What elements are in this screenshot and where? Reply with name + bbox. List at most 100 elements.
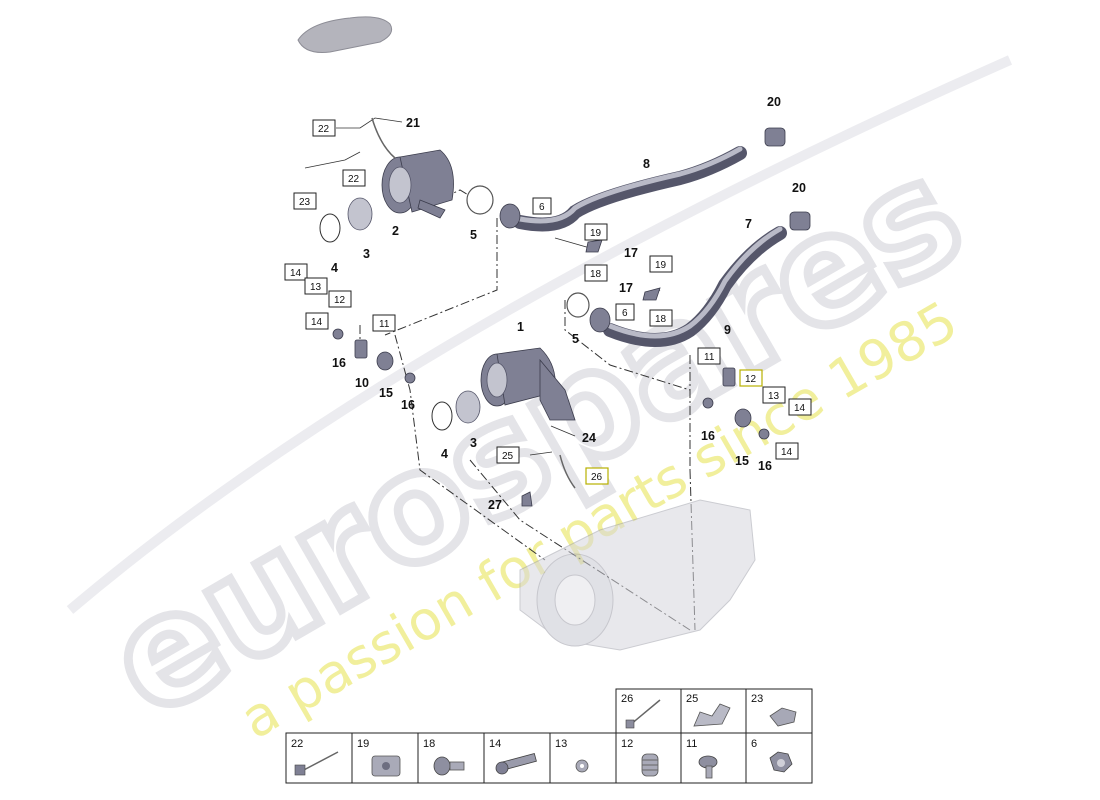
callout-label: 7: [745, 217, 752, 231]
seal-ring-4-lower: [431, 401, 453, 431]
ref-box-label: 19: [655, 260, 667, 271]
callout-label: 20: [767, 95, 781, 109]
long-bolt-icon: [495, 752, 537, 775]
legend-number: 18: [423, 738, 435, 750]
callout-label: 4: [441, 447, 448, 461]
legend-number: 6: [751, 738, 757, 750]
bracket-10: [354, 339, 368, 359]
legend-cell-25: [680, 688, 747, 734]
ref-box-label: 14: [781, 447, 793, 458]
bolt-flange-icon: [433, 756, 465, 776]
callout-label: 8: [643, 157, 650, 171]
hex-nut-icon: [769, 751, 793, 773]
callout-label: 3: [470, 436, 477, 450]
callout-label: 15: [735, 454, 749, 468]
ref-box-label: 23: [299, 197, 311, 208]
gasket-5-lower: [566, 292, 590, 318]
clamp-ring-3-upper: [347, 197, 373, 231]
ref-box-label: 25: [502, 451, 514, 462]
ref-box-label: 13: [310, 282, 322, 293]
callout-label: 4: [331, 261, 338, 275]
pipe-mount-20-upper: [764, 127, 786, 147]
callout-label: 27: [488, 498, 502, 512]
rubber-mount-15-right: [734, 408, 752, 428]
callout-label: 21: [406, 116, 420, 130]
sensor-wire-icon: [625, 699, 661, 729]
exhaust-pipe-8: [513, 146, 747, 232]
watermark: eurospares a passion for parts since 198…: [66, 55, 1013, 756]
callout-label: 17: [624, 246, 638, 260]
sensor-connector-icon: [294, 751, 339, 776]
callout-label: 1: [517, 320, 524, 334]
ref-box-label: 14: [311, 317, 323, 328]
nut-16-right-a: [702, 397, 714, 409]
legend-number: 19: [357, 738, 369, 750]
callout-label: 16: [701, 429, 715, 443]
seal-ring-4-upper: [319, 213, 341, 243]
legend-number: 12: [621, 738, 633, 750]
ref-box-label: 13: [768, 391, 780, 402]
callout-label: 9: [724, 323, 731, 337]
spring-icon: [641, 753, 659, 777]
ref-box-label: 6: [539, 202, 545, 213]
parts-legend: 26 25 23 22 19 18 14 13 12 11 6: [285, 688, 813, 784]
ref-box-label: 26: [591, 472, 603, 483]
legend-number: 22: [291, 738, 303, 750]
pipe-flange-upper: [499, 203, 521, 229]
exhaust-pipe-7: [603, 226, 787, 347]
legend-number: 13: [555, 738, 567, 750]
nut-16-left-b: [404, 372, 416, 384]
callout-label: 16: [758, 459, 772, 473]
callout-label: 2: [392, 224, 399, 238]
rubber-mount-15-left: [376, 351, 394, 371]
gasket-5-upper: [466, 185, 494, 215]
callout-label: 24: [582, 431, 596, 445]
callout-label: 3: [363, 247, 370, 261]
callout-label: 16: [332, 356, 346, 370]
callout-label: 16: [401, 398, 415, 412]
sensor-cable-21: [371, 117, 396, 159]
nut-clip-icon: [371, 755, 401, 777]
sensor-cable-24: [559, 454, 576, 489]
ref-box-label: 12: [745, 374, 757, 385]
callout-label: 17: [619, 281, 633, 295]
car-silhouette-icon: [297, 16, 393, 53]
catalytic-converter-1: [480, 347, 576, 421]
legend-number: 25: [686, 693, 698, 705]
pipe-flange-lower: [589, 307, 611, 333]
nut-16-left-a: [332, 328, 344, 340]
watermark-swoosh: [66, 55, 1013, 614]
washer-icon: [575, 759, 589, 773]
legend-cell-18: [417, 732, 485, 784]
clip-27: [521, 491, 533, 507]
legend-number: 23: [751, 693, 763, 705]
ref-box-label: 11: [704, 352, 715, 363]
cable-holder-icon: [693, 703, 731, 727]
callout-labels: 1 2 3 3 4 4 5 5 7 8 9 10 15 15 16 16 16 …: [331, 95, 806, 512]
screw-icon: [698, 755, 718, 779]
reference-boxes: 22 22 23 6 6 19 19 18 18 14 14 14 14 13 …: [284, 119, 812, 485]
ref-box-label: 22: [318, 124, 330, 135]
ref-box-label: 22: [348, 174, 360, 185]
legend-number: 11: [686, 738, 697, 750]
transmission-housing: [519, 499, 756, 651]
callout-label: 5: [470, 228, 477, 242]
callout-label: 10: [355, 376, 369, 390]
catalytic-converter-2: [381, 149, 454, 219]
ref-box-label: 19: [590, 228, 602, 239]
callout-label: 15: [379, 386, 393, 400]
legend-number: 14: [489, 738, 501, 750]
bracket-9: [722, 367, 736, 387]
pipe-mount-20-lower: [789, 211, 811, 231]
ref-box-label: 14: [794, 403, 806, 414]
ref-box-label: 18: [590, 269, 602, 280]
ref-box-label: 18: [655, 314, 667, 325]
ref-box-label: 6: [622, 308, 628, 319]
ref-box-label: 11: [379, 319, 390, 330]
legend-number: 26: [621, 693, 633, 705]
clamp-ring-3-lower: [455, 390, 481, 424]
ref-box-label: 12: [334, 295, 346, 306]
callout-label: 5: [572, 332, 579, 346]
callout-label: 20: [792, 181, 806, 195]
